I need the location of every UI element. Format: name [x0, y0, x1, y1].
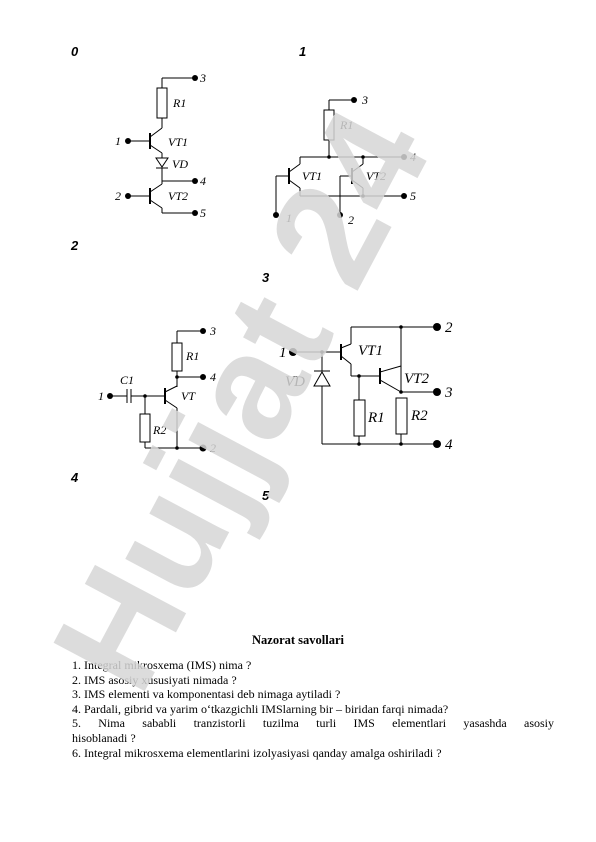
c2-pin-2: 2 [210, 441, 216, 455]
question-list: 1. Integral mikrosxema (IMS) nima ? 2. I… [72, 658, 554, 760]
c3-label-vd: VD [285, 374, 305, 390]
c2-label-vt: VT [181, 389, 196, 403]
c1-label-vt2: VT2 [366, 169, 386, 183]
c1-pin-1: 1 [286, 211, 292, 225]
section-title: Nazorat savollari [252, 633, 344, 647]
section-number-2: 2 [71, 238, 79, 253]
section-number-4: 4 [71, 470, 79, 485]
c3-label-vt1: VT1 [358, 343, 383, 359]
c1-label-vt1: VT1 [302, 169, 322, 183]
c0-resistor-r1 [156, 87, 168, 119]
c2-pin-1: 1 [98, 389, 104, 403]
section-number-3: 3 [262, 270, 270, 285]
c3-pin-3: 3 [444, 385, 453, 401]
question-item: 5. Nima sababli tranzistorli tuzilma tur… [72, 716, 554, 731]
c2-label-c1: C1 [120, 373, 134, 387]
question-item: 2. IMS asosiy xususiyati nimada ? [72, 672, 237, 687]
c2-resistor-r1 [171, 342, 183, 372]
c1-pin-2: 2 [348, 213, 354, 227]
c2-label-r1: R1 [185, 349, 199, 363]
circuit-0 [128, 77, 195, 214]
c0-pin-4: 4 [200, 174, 206, 188]
section-number-5: 5 [262, 488, 270, 503]
c1-label-r1: R1 [339, 118, 353, 132]
c3-pin-4: 4 [445, 437, 453, 453]
c2-pin-4: 4 [210, 370, 216, 384]
c3-diode-vd [313, 370, 331, 387]
c0-pin-3: 3 [199, 71, 206, 85]
question-item: 1. Integral mikrosxema (IMS) nima ? [72, 658, 252, 672]
c0-diode-vd [155, 157, 169, 168]
c3-label-r1: R1 [367, 410, 385, 426]
c0-pin-2: 2 [115, 189, 121, 203]
c3-label-r2: R2 [410, 408, 428, 424]
c3-resistor-r1 [353, 399, 366, 437]
c0-label-vd: VD [172, 157, 188, 171]
c3-label-vt2: VT2 [404, 371, 430, 387]
c1-resistor-r1 [323, 109, 335, 141]
circuit-3 [293, 326, 437, 445]
c3-resistor-r2 [395, 397, 408, 435]
c2-resistor-r2 [139, 413, 151, 443]
c0-label-r1: R1 [172, 96, 186, 110]
c2-pin-3: 3 [209, 324, 216, 338]
c0-pin-1: 1 [115, 134, 121, 148]
c0-label-vt1: VT1 [168, 135, 188, 149]
question-item: 4. Pardali, gibrid va yarim o‘tkazgichli… [72, 701, 449, 716]
c3-pin-2: 2 [445, 320, 453, 336]
c1-pin-5: 5 [410, 189, 416, 203]
question-item: 3. IMS elementi va komponentasi deb nima… [72, 687, 341, 702]
question-item-continuation: hisoblanadi ? [72, 730, 136, 745]
c1-pin-4: 4 [410, 150, 416, 164]
circuit-2 [110, 330, 203, 449]
c2-label-r2: R2 [152, 423, 166, 437]
circuit-1 [275, 99, 404, 215]
c0-label-vt2: VT2 [168, 189, 188, 203]
question-item: 6. Integral mikrosxema elementlarini izo… [72, 745, 442, 760]
c3-pin-1: 1 [279, 345, 287, 361]
section-number-1: 1 [299, 44, 307, 59]
section-number-0: 0 [71, 44, 79, 59]
c1-pin-3: 3 [361, 93, 368, 107]
c0-pin-5: 5 [200, 206, 206, 220]
